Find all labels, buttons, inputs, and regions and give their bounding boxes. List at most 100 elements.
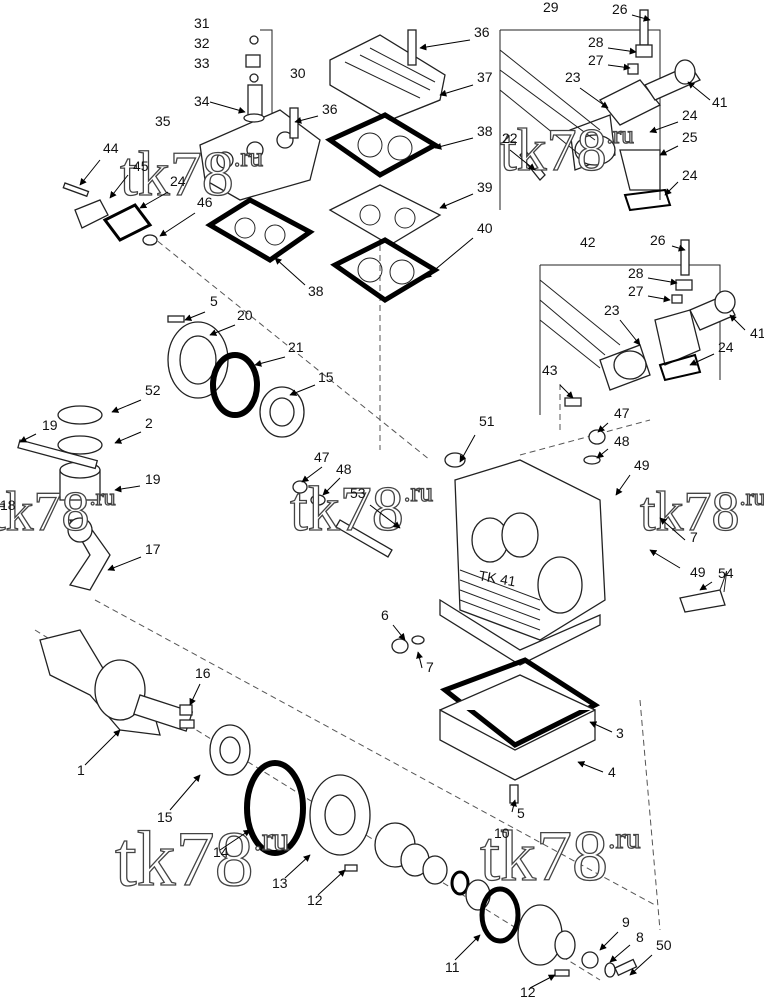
leader-c48a [596,448,609,459]
callout-c44: 44 [103,140,119,156]
callout-c2: 2 [145,415,153,431]
callout-c5a: 5 [210,293,218,309]
callout-c11: 11 [445,959,460,975]
callout-c29: 29 [543,0,559,15]
callout-c49b: 49 [690,564,706,580]
leader-c38a [434,137,474,150]
leader-c3 [589,721,613,733]
callout-c24a: 24 [170,173,186,189]
leader-c36b [294,115,319,124]
callout-c8: 8 [636,929,644,945]
leader-c13 [284,854,311,879]
callout-c26a: 26 [612,1,628,17]
leader-c8 [609,944,631,963]
callout-c7b: 7 [426,659,434,675]
callout-c19b: 19 [145,471,161,487]
leader-c15b [169,774,201,811]
leader-c21 [254,356,286,367]
callout-c9: 9 [622,914,630,930]
leader-c19a [19,433,37,443]
leader-c44 [79,159,101,186]
callout-c20: 20 [237,307,253,323]
callout-c48b: 48 [336,461,352,477]
callout-c6: 6 [381,607,389,623]
side-cover [62,182,158,246]
leader-c54 [699,581,713,591]
service-valve-middle [539,239,736,407]
compressor-block: TK 41 [292,429,728,666]
block-label: TK 41 [477,567,517,589]
callout-c40: 40 [477,220,493,236]
watermark-text: tk78.ru [0,481,116,543]
leader-c6 [392,624,406,641]
leader-c51 [459,434,476,463]
leader-c23b [619,319,641,346]
callout-c5b: 5 [517,805,525,821]
leader-c28a [607,47,637,55]
callout-c25: 25 [682,129,698,145]
callout-c14: 14 [213,844,229,860]
callout-c15a: 15 [318,369,334,385]
leader-c24b [649,121,679,134]
watermark-text: tk78.ru [480,816,641,896]
leader-c7b [416,651,423,669]
callout-c38b: 38 [308,283,324,299]
leader-c1 [84,729,121,766]
callout-c36a: 36 [474,24,490,40]
callout-c24b: 24 [682,107,698,123]
callout-c45: 45 [133,158,149,174]
shaft-seal-assembly [179,719,638,978]
leader-c28b [647,277,678,286]
callout-c4: 4 [608,764,616,780]
callout-c31: 31 [194,15,210,31]
oil-sump [439,657,601,804]
leader-c47a [597,422,609,433]
callout-c17: 17 [145,541,161,557]
callout-c22: 22 [502,130,518,146]
callout-c23b: 23 [604,302,620,318]
callout-c12a: 12 [307,892,323,908]
leader-c22 [509,149,536,171]
callout-c23a: 23 [565,69,581,85]
watermark-text: tk78.ru [640,481,764,543]
callout-c46: 46 [197,194,213,210]
leader-c50 [629,954,653,976]
leader-c24c [664,181,679,196]
service-valve-top [499,9,701,212]
leader-c12a [317,869,346,896]
callout-c7a: 7 [690,529,698,545]
leader-c36a [419,39,471,51]
callout-c48a: 48 [614,433,630,449]
callout-c24d: 24 [718,339,734,355]
callout-c27a: 27 [588,52,604,68]
callout-c28a: 28 [588,34,604,50]
callout-c49a: 49 [634,457,650,473]
watermark-text: tk78.ru [120,138,264,209]
callout-c51: 51 [479,413,495,429]
leader-c34 [209,101,246,114]
leader-c38b [274,257,306,286]
leader-c2 [114,431,142,444]
callout-c32: 32 [194,35,210,51]
leader-c7a [659,517,686,541]
callout-c37: 37 [477,69,493,85]
leader-c20 [209,324,236,336]
callout-c1: 1 [77,762,85,778]
leader-c46 [159,212,196,237]
callout-c21: 21 [288,339,304,355]
leader-c52 [111,399,142,413]
callout-c42: 42 [580,234,596,250]
callout-c34: 34 [194,93,210,109]
leader-c5b [510,799,517,813]
watermarks: tk78.rutk78.rutk78.rutk78.rutk78.rutk78.… [0,116,764,902]
callout-c35: 35 [155,113,171,129]
callout-c15b: 15 [157,809,173,825]
leader-c12b [529,974,556,989]
callout-c41a: 41 [712,94,728,110]
leader-c41a [687,81,711,101]
leader-c27b [647,295,671,303]
callout-c26b: 26 [650,232,666,248]
